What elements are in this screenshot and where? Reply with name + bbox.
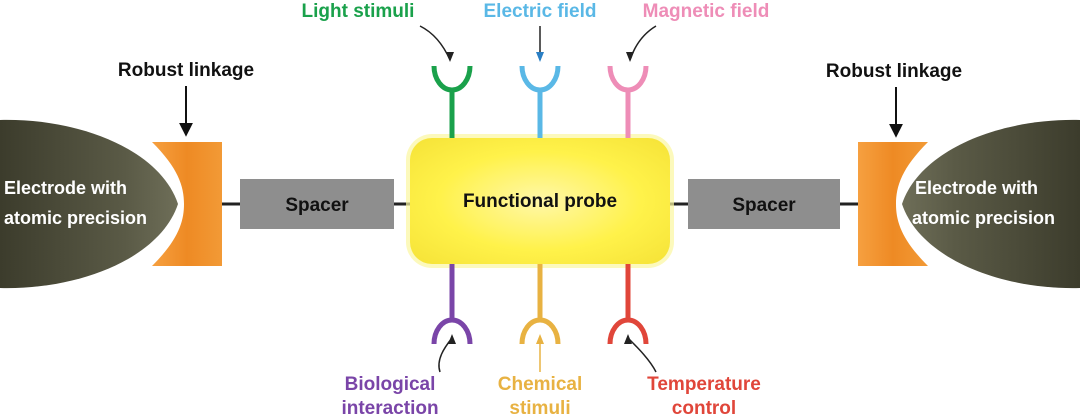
right-electrode-label-line2: atomic precision <box>912 208 1055 228</box>
arrowhead <box>446 52 454 62</box>
right-linkage <box>858 142 928 266</box>
receptor-cup <box>519 65 561 93</box>
receptor-cup <box>519 317 561 345</box>
right-spacer-label: Spacer <box>732 195 796 216</box>
right-electrode: Electrode with atomic precision <box>902 119 1080 289</box>
top-stimulus-label: Electric field <box>484 1 597 22</box>
functional-probe: Functional probe <box>406 134 674 268</box>
top-stimulus-label: Magnetic field <box>643 1 770 22</box>
arrowhead <box>536 52 544 62</box>
left-spacer: Spacer <box>240 179 394 229</box>
left-electrode-label-line1: Electrode with <box>4 178 127 198</box>
bottom-stimulus-label-line1: Biological <box>345 374 436 395</box>
bottom-stimulus-label-line2: stimuli <box>509 398 570 419</box>
bottom-stimulus-label-line1: Temperature <box>647 374 761 395</box>
top-receptor-2: Electric field <box>484 1 597 138</box>
right-linkage-label: Robust linkage <box>826 61 962 82</box>
right-spacer: Spacer <box>688 179 840 229</box>
bottom-receptor-1: Biological interaction <box>341 264 473 419</box>
stimulus-arrow <box>627 337 657 373</box>
left-linkage <box>152 142 222 266</box>
arrowhead <box>448 334 456 344</box>
bottom-stimulus-label-line1: Chemical <box>498 374 582 395</box>
stimulus-arrow <box>629 25 657 61</box>
left-linkage-label: Robust linkage <box>118 60 254 81</box>
top-stimulus-label: Light stimuli <box>302 1 415 22</box>
arrowhead <box>624 334 632 344</box>
arrowhead <box>536 334 544 344</box>
right-electrode-label-line1: Electrode with <box>915 178 1038 198</box>
bottom-receptor-3: Temperature control <box>607 264 761 419</box>
left-spacer-label: Spacer <box>285 195 349 216</box>
receptor-cup <box>431 65 473 93</box>
bottom-stimulus-label-line2: control <box>672 398 736 419</box>
left-electrode: Electrode with atomic precision <box>0 119 178 289</box>
top-receptor-1: Light stimuli <box>302 1 473 138</box>
left-electrode-label-line2: atomic precision <box>4 208 147 228</box>
arrowhead <box>626 52 634 62</box>
receptor-cup <box>607 65 649 93</box>
bottom-stimulus-label-line2: interaction <box>341 398 438 419</box>
bottom-receptor-2: Chemical stimuli <box>498 264 582 419</box>
bottom-receptors: Biological interaction Chemical stimuli Temp… <box>341 264 761 419</box>
functional-probe-label: Functional probe <box>463 191 617 212</box>
top-receptor-3: Magnetic field <box>607 1 770 138</box>
receptor-cup <box>431 317 473 345</box>
top-receptors: Light stimuli Electric field Magnetic fiel… <box>302 1 770 138</box>
receptor-cup <box>607 317 649 345</box>
stimulus-arrow <box>419 25 451 61</box>
